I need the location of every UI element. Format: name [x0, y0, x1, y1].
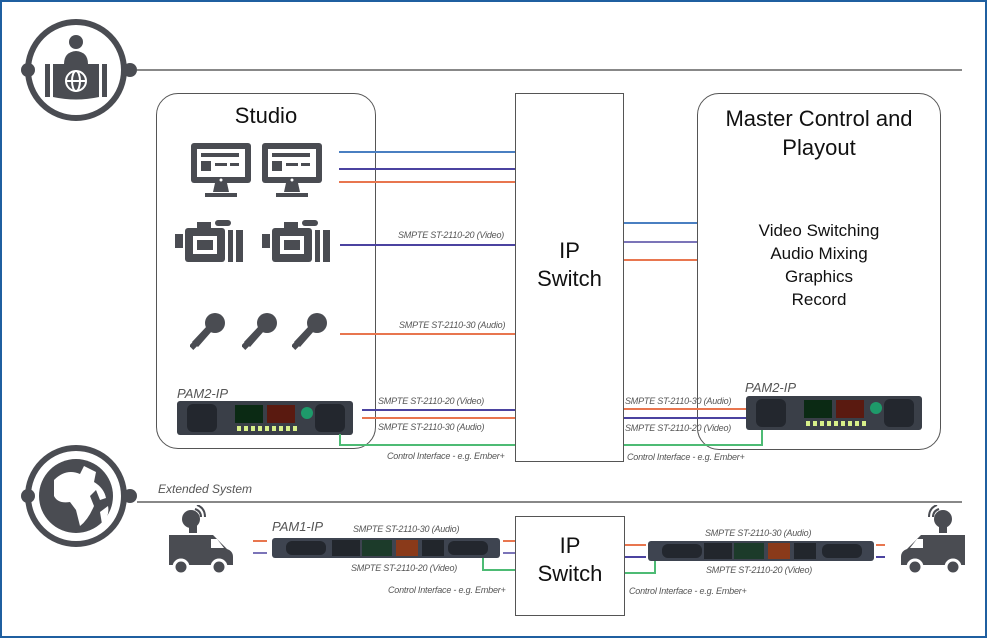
globe-icon — [21, 445, 137, 547]
monitor-link-purple — [339, 168, 515, 170]
pam1-device-label: PAM1-IP — [272, 519, 324, 534]
right-audio-link — [625, 544, 646, 546]
left-audio-to-switch — [503, 540, 515, 542]
left-video-label: SMPTE ST-2110-20 (Video) — [351, 563, 458, 573]
ip-switch-main-label: IP Switch — [515, 237, 624, 293]
left-video-stub — [253, 552, 267, 554]
right-control-label: Control Interface - e.g. Ember+ — [629, 586, 747, 596]
ip-switch-main — [515, 93, 624, 462]
left-control-label: Control Interface - e.g. Ember+ — [388, 585, 506, 595]
microphone-link-label: SMPTE ST-2110-30 (Audio) — [399, 320, 506, 330]
feature-item: Audio Mixing — [770, 244, 868, 263]
right-control-link — [625, 572, 656, 574]
mcr-control-link — [624, 444, 763, 446]
video-camera-icon — [175, 220, 243, 262]
monitor-link-blue — [339, 151, 515, 153]
master-control-title-line1: Master Control and — [725, 106, 913, 131]
master-control-features: Video Switching Audio Mixing Graphics Re… — [697, 219, 941, 311]
ip-switch-extended-label: IP Switch — [515, 532, 625, 588]
pam1-ip-device-right — [648, 541, 874, 561]
camera-link-label: SMPTE ST-2110-20 (Video) — [398, 230, 505, 240]
left-control-link — [482, 569, 515, 571]
feature-item: Record — [791, 290, 847, 309]
ip-switch-extended — [515, 516, 625, 616]
microphone-icon — [242, 313, 277, 350]
right-audio-label: SMPTE ST-2110-30 (Audio) — [705, 528, 812, 538]
right-control-drop — [654, 561, 656, 573]
left-audio-label: SMPTE ST-2110-30 (Audio) — [353, 524, 460, 534]
microphone-icon — [292, 313, 327, 350]
master-control-title: Master Control and Playout — [697, 104, 941, 162]
mcr-pam-audio-link — [624, 408, 746, 410]
left-control-drop — [482, 558, 484, 570]
studio-pam-audio-link — [362, 417, 515, 419]
camera-link — [340, 244, 515, 246]
ip-switch-line2: Switch — [537, 561, 603, 586]
studio-pam-audio-label: SMPTE ST-2110-30 (Audio) — [378, 422, 485, 432]
pam2-ip-device-mcr — [746, 396, 922, 430]
ip-switch-line2: Switch — [537, 266, 602, 291]
right-video-stub — [876, 556, 885, 558]
left-audio-stub — [253, 540, 267, 542]
section-divider — [137, 69, 962, 71]
broadcast-presenter-globe-icon — [21, 19, 137, 121]
mcr-pam-video-link — [624, 417, 746, 419]
monitor-icon — [262, 143, 322, 197]
mcr-link-purple — [624, 241, 697, 243]
feature-item: Video Switching — [758, 221, 880, 240]
left-video-to-switch — [503, 552, 515, 554]
studio-control-drop — [339, 434, 341, 445]
studio-pam-video-link — [362, 409, 515, 411]
studio-pam-video-label: SMPTE ST-2110-20 (Video) — [378, 396, 485, 406]
studio-control-link — [339, 444, 515, 446]
right-audio-stub — [876, 544, 885, 546]
mcr-control-label: Control Interface - e.g. Ember+ — [627, 452, 745, 462]
right-video-link — [625, 556, 646, 558]
microphone-icon — [190, 313, 225, 350]
satellite-van-icon — [901, 505, 965, 576]
mcr-device-label: PAM2-IP — [745, 380, 797, 395]
feature-item: Graphics — [784, 267, 854, 286]
pam1-ip-device-left — [272, 538, 500, 558]
ip-switch-line1: IP — [559, 238, 580, 263]
monitor-icon — [191, 143, 251, 197]
mcr-link-blue — [624, 222, 697, 224]
mcr-link-orange — [624, 259, 697, 261]
right-video-label: SMPTE ST-2110-20 (Video) — [706, 565, 813, 575]
master-control-box — [697, 93, 941, 450]
studio-title: Studio — [234, 103, 298, 128]
video-camera-icon — [262, 220, 330, 262]
section-divider-bottom — [137, 501, 962, 503]
mcr-pam-audio-label: SMPTE ST-2110-30 (Audio) — [625, 396, 732, 406]
studio-device-label: PAM2-IP — [177, 386, 229, 401]
mcr-control-drop — [761, 430, 763, 445]
mcr-pam-video-label: SMPTE ST-2110-20 (Video) — [625, 423, 732, 433]
pam2-ip-device-studio — [177, 401, 353, 435]
monitor-link-orange — [339, 181, 515, 183]
extended-system-title: Extended System — [158, 482, 253, 496]
microphone-link — [340, 333, 515, 335]
studio-control-label: Control Interface - e.g. Ember+ — [387, 451, 505, 461]
satellite-van-icon — [169, 505, 233, 576]
ip-switch-line1: IP — [559, 533, 581, 558]
master-control-title-line2: Playout — [782, 135, 856, 160]
